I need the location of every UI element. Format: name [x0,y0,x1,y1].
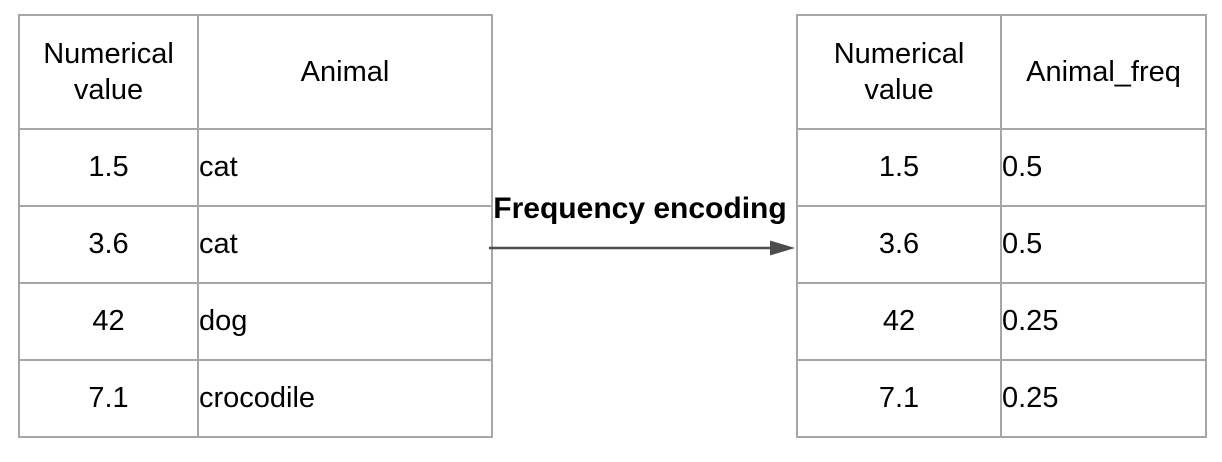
encoded-table-header-row: Numerical value Animal_freq [796,14,1207,130]
cell-numerical-value: 3.6 [18,205,199,284]
cell-numerical-value: 7.1 [18,359,199,438]
table-row: 42 dog [18,282,493,361]
cell-numerical-value: 42 [796,282,1002,361]
cell-animal-freq: 0.25 [1000,359,1207,438]
right-arrow-icon [489,240,795,256]
column-header-label: Animal [300,55,390,88]
column-header-numerical-value: Numerical value [796,14,1002,130]
cell-animal-freq: 0.25 [1000,282,1207,361]
column-header-animal-freq: Animal_freq [1000,14,1207,130]
cell-numerical-value: 1.5 [18,128,199,207]
input-table-header-row: Numerical value Animal [18,14,493,130]
cell-animal-freq: 0.5 [1000,128,1207,207]
table-row: 1.5 0.5 [796,128,1207,207]
column-header-label: Numerical value [833,37,965,106]
column-header-label: Animal_freq [1026,55,1181,88]
cell-numerical-value: 7.1 [796,359,1002,438]
cell-animal-freq: 0.5 [1000,205,1207,284]
arrow-label: Frequency encoding [493,192,787,225]
table-row: 7.1 0.25 [796,359,1207,438]
table-row: 3.6 0.5 [796,205,1207,284]
table-row: 3.6 cat [18,205,493,284]
cell-animal: cat [197,128,493,207]
cell-numerical-value: 3.6 [796,205,1002,284]
table-row: 42 0.25 [796,282,1207,361]
column-header-animal: Animal [197,14,493,130]
table-row: 1.5 cat [18,128,493,207]
table-row: 7.1 crocodile [18,359,493,438]
cell-animal: dog [197,282,493,361]
column-header-numerical-value: Numerical value [18,14,199,130]
column-header-label: Numerical value [43,37,174,106]
cell-animal: crocodile [197,359,493,438]
cell-numerical-value: 1.5 [796,128,1002,207]
encoded-table: Numerical value Animal_freq 1.5 0.5 3.6 … [796,14,1207,438]
cell-animal: cat [197,205,493,284]
input-table: Numerical value Animal 1.5 cat 3.6 cat 4… [18,14,493,438]
cell-numerical-value: 42 [18,282,199,361]
